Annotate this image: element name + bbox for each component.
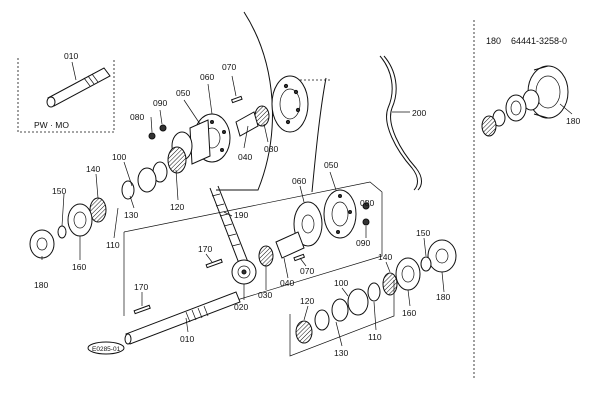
callout-100-right: 100 <box>334 278 348 288</box>
callout-120-left: 120 <box>170 202 184 212</box>
callout-140-left: 140 <box>86 164 100 174</box>
key-170-a <box>133 304 151 315</box>
callout-010-shaft: 010 <box>180 334 194 344</box>
header-part-no: 180 <box>486 36 501 46</box>
spring-strap <box>379 55 418 191</box>
callout-030-top: 030 <box>264 144 278 154</box>
callout-160-left: 160 <box>72 262 86 272</box>
callout-180-side: 180 <box>566 116 580 126</box>
leader-lines <box>41 75 445 347</box>
assembly-frame <box>123 181 383 331</box>
lower-gear-stack <box>295 239 457 344</box>
callout-180-left: 180 <box>34 280 48 290</box>
callout-110-right: 110 <box>368 332 382 342</box>
callout-080-top: 080 <box>130 112 144 122</box>
callout-090-top: 090 <box>153 98 167 108</box>
callout-050-top: 050 <box>176 88 190 98</box>
callout-150-left: 150 <box>52 186 66 196</box>
inset-label: PW · MO <box>34 120 69 130</box>
callout-040-top: 040 <box>238 152 252 162</box>
callout-130-right: 130 <box>334 348 348 358</box>
callout-060-top: 060 <box>200 72 214 82</box>
callout-160-right: 160 <box>402 308 416 318</box>
callout-100-left: 100 <box>112 152 126 162</box>
inset-shaft <box>46 67 111 108</box>
callout-070-mid: 070 <box>300 266 314 276</box>
inset-box <box>17 58 115 133</box>
callout-150-right: 150 <box>416 228 430 238</box>
key-170-b <box>205 258 223 269</box>
callout-140-right: 140 <box>378 252 392 262</box>
callout-190: 190 <box>234 210 248 220</box>
callout-200: 200 <box>412 108 426 118</box>
callout-010-inset: 010 <box>64 51 78 61</box>
callout-080-mid: 080 <box>360 198 374 208</box>
callout-020: 020 <box>234 302 248 312</box>
mid-hub-group <box>258 189 370 267</box>
chain-case-outline <box>216 11 273 191</box>
callout-040-mid: 040 <box>280 278 294 288</box>
callout-090-mid: 090 <box>356 238 370 248</box>
callout-060-mid: 060 <box>292 176 306 186</box>
callout-170-upper: 170 <box>198 244 212 254</box>
callout-170-lower: 170 <box>134 282 148 292</box>
header-part-code: 64441-3258-0 <box>511 36 567 46</box>
top-hub-group <box>29 75 309 259</box>
reference-stamp: E0285-01 <box>87 341 125 355</box>
chain-case-edge <box>311 77 327 193</box>
sprocket <box>231 259 257 285</box>
drive-chain <box>209 185 249 267</box>
lower-bracket <box>289 280 395 357</box>
stamp-text: E0285-01 <box>92 346 121 353</box>
callout-180-right: 180 <box>436 292 450 302</box>
callout-120-right: 120 <box>300 296 314 306</box>
callout-130-left: 130 <box>124 210 138 220</box>
callout-110-left: 110 <box>106 240 120 250</box>
callout-030-mid: 030 <box>258 290 272 300</box>
main-shaft <box>124 291 241 345</box>
callout-070-top: 070 <box>222 62 236 72</box>
callout-050-mid: 050 <box>324 160 338 170</box>
side-cover-assembly <box>481 65 569 137</box>
